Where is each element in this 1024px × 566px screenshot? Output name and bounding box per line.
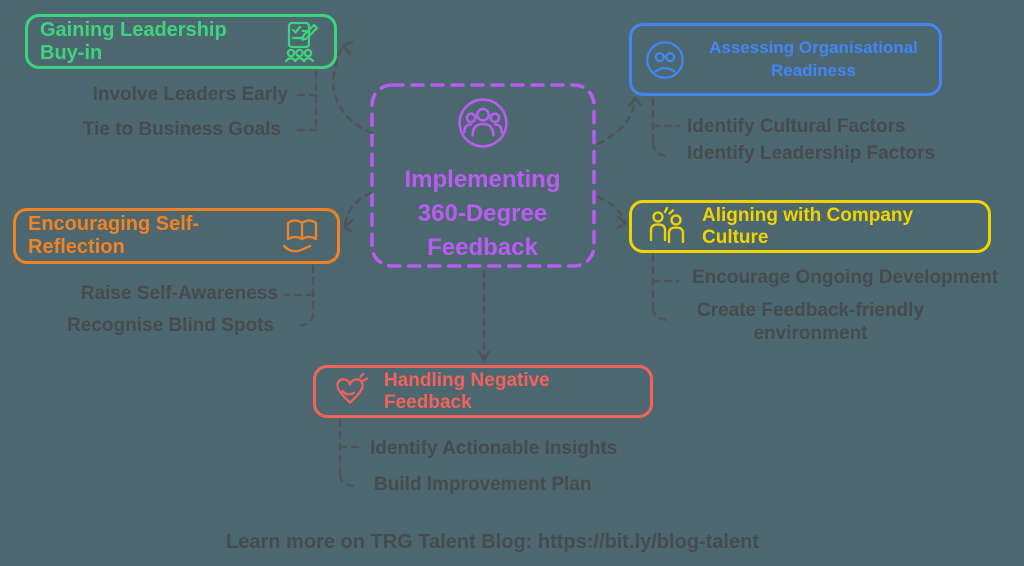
- book-hand-icon: [279, 213, 325, 259]
- branch-node-organisational-readiness[interactable]: Assessing Organisational Readiness: [629, 23, 942, 96]
- branch-title-company-culture: Aligning with Company Culture: [702, 204, 914, 248]
- central-title-line-2: 360-Degree: [417, 200, 548, 227]
- subtopic-identify-actionable-insights[interactable]: Identify Actionable Insights: [370, 438, 618, 459]
- branch-title-organisational-readiness: Assessing Organisational Readiness: [709, 38, 918, 80]
- subtopic-feedback-friendly-environment[interactable]: Create Feedback-friendly environment: [696, 300, 925, 344]
- branch-node-self-reflection[interactable]: Encouraging Self-Reflection: [13, 208, 340, 264]
- branch-title-negative-feedback: Handling Negative Feedback: [384, 369, 550, 413]
- people-group-icon: [456, 96, 510, 155]
- heart-hand-icon: [328, 370, 372, 414]
- two-people-icon: [644, 204, 690, 250]
- subtopic-build-improvement-plan[interactable]: Build Improvement Plan: [374, 474, 592, 495]
- subtopic-raise-self-awareness[interactable]: Raise Self-Awareness: [80, 283, 278, 304]
- central-topic-node[interactable]: Implementing 360-Degree Feedback: [370, 83, 595, 268]
- branch-title-self-reflection: Encouraging Self-Reflection: [28, 213, 200, 258]
- central-node-border: [370, 83, 596, 268]
- branch-title-leadership-buy-in: Gaining Leadership Buy-in: [40, 18, 227, 64]
- subtopic-identify-leadership-factors[interactable]: Identify Leadership Factors: [687, 143, 936, 164]
- subtopic-involve-leaders-early[interactable]: Involve Leaders Early: [92, 84, 288, 105]
- subtopic-recognise-blind-spots[interactable]: Recognise Blind Spots: [67, 315, 274, 336]
- central-topic-title: Implementing 360-Degree Feedback: [404, 163, 560, 265]
- central-title-line-3: Feedback: [427, 234, 538, 261]
- person-face-icon: [644, 39, 686, 81]
- subtopic-encourage-ongoing-development[interactable]: Encourage Ongoing Development: [692, 267, 999, 288]
- branch-node-company-culture[interactable]: Aligning with Company Culture: [629, 200, 991, 253]
- central-title-line-1: Implementing: [404, 166, 561, 193]
- subtopic-identify-cultural-factors[interactable]: Identify Cultural Factors: [687, 116, 906, 137]
- subtopic-tie-to-business-goals[interactable]: Tie to Business Goals: [82, 119, 281, 140]
- branch-node-leadership-buy-in[interactable]: Gaining Leadership Buy-in: [25, 14, 337, 69]
- checklist-people-icon: [278, 20, 322, 64]
- branch-node-negative-feedback[interactable]: Handling Negative Feedback: [313, 365, 653, 418]
- footer-caption: Learn more on TRG Talent Blog: https://b…: [226, 531, 759, 553]
